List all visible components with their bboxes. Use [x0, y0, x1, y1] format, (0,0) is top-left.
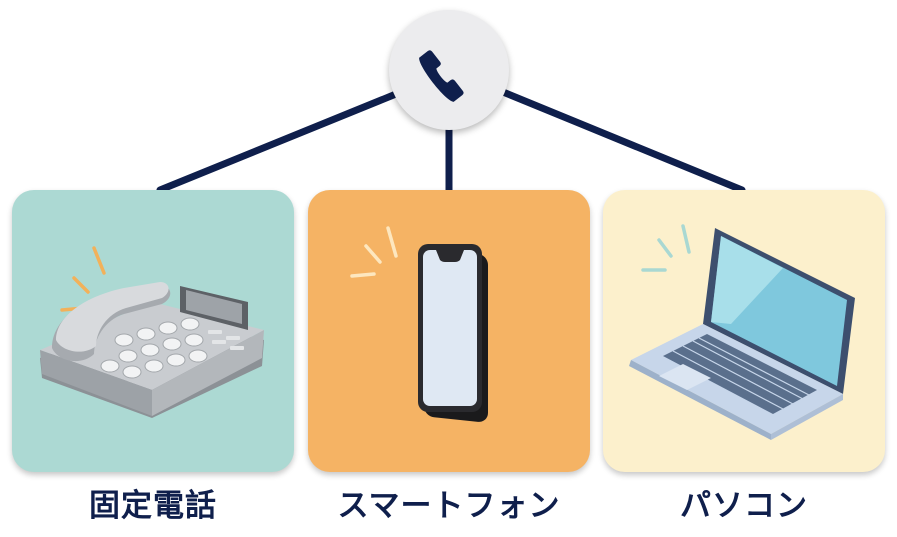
smartphone-icon [350, 226, 488, 422]
card-smartphone [308, 190, 590, 472]
connector-line-landline [156, 90, 400, 194]
label-landline: 固定電話 [89, 488, 217, 524]
card-landline [12, 190, 294, 472]
connector-line-pc [499, 88, 746, 194]
card-pc [603, 190, 885, 472]
desk-phone-icon [40, 246, 264, 418]
label-pc: パソコン [680, 488, 808, 524]
laptop-icon [629, 224, 855, 440]
hub-circle [389, 10, 509, 130]
phone-handset-icon [419, 50, 464, 102]
label-smartphone: スマートフォン [337, 488, 561, 524]
